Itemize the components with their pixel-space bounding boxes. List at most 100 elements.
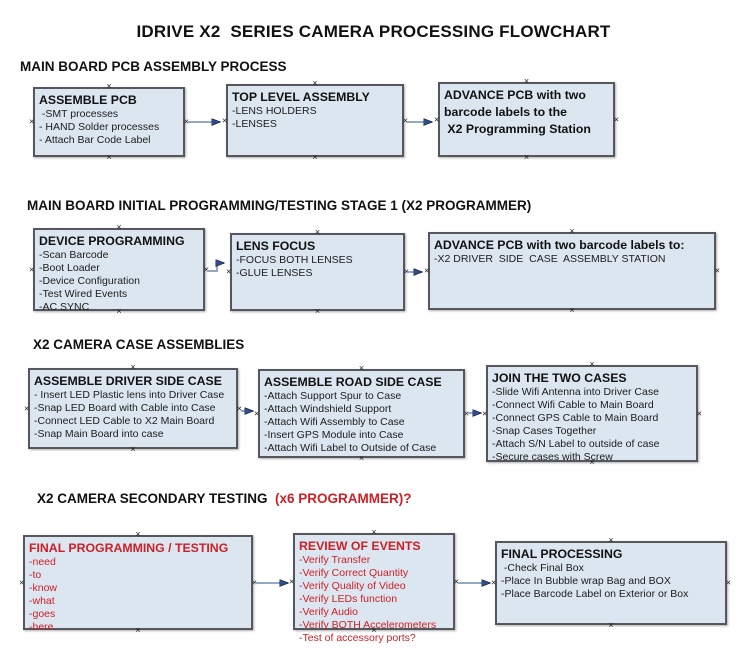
flow-arrow <box>207 263 224 272</box>
connection-handle-icon: × <box>106 152 112 162</box>
box-title: FINAL PROCESSING <box>501 547 623 561</box>
box-item: -LENSES <box>232 118 277 130</box>
box-item: -Attach Wifi Assembly to Case <box>264 416 405 428</box>
connection-handle-icon: × <box>130 362 136 372</box>
box-item: ADVANCE PCB with two <box>444 88 586 102</box>
box-item: -Connect LED Cable to X2 Main Board <box>34 415 215 427</box>
connection-handle-icon: × <box>402 115 408 125</box>
connection-handle-icon: × <box>24 403 30 413</box>
box-item: -AC SYNC <box>39 301 90 313</box>
box-item: X2 Programming Station <box>444 122 591 136</box>
page-title: IDRIVE X2 SERIES CAMERA PROCESSING FLOWC… <box>136 22 611 41</box>
box-item: -Scan Barcode <box>39 249 109 261</box>
box-item: -Device Configuration <box>39 275 140 287</box>
connection-handle-icon: × <box>251 577 257 587</box>
connection-handle-icon: × <box>135 625 141 635</box>
flow-box-join-the-two-cases: JOIN THE TWO CASES -Slide Wifi Antenna i… <box>482 360 702 467</box>
box-item: -Attach Support Spur to Case <box>264 390 402 402</box>
connection-handle-icon: × <box>434 114 440 124</box>
box-title: ASSEMBLE PCB <box>39 93 137 107</box>
box-item: -LENS HOLDERS <box>232 105 317 117</box>
connection-handle-icon: × <box>424 265 430 276</box>
section-heading-pcb-assembly: MAIN BOARD PCB ASSEMBLY PROCESS <box>20 59 287 74</box>
box-item: -Snap Main Board into case <box>34 428 164 440</box>
box-item: -X2 DRIVER SIDE CASE ASSEMBLY STATION <box>434 253 666 265</box>
connection-handle-icon: × <box>222 115 228 125</box>
section-heading-case-assemblies: X2 CAMERA CASE ASSEMBLIES <box>33 337 245 352</box>
flow-box-assemble-driver-side-case: ASSEMBLE DRIVER SIDE CASE - Insert LED P… <box>24 363 242 454</box>
box-item: -Attach Wifi Label to Outside of Case <box>264 442 437 454</box>
box-item: barcode labels to the <box>444 105 567 119</box>
section-heading-black-part: X2 CAMERA SECONDARY TESTING <box>37 491 276 506</box>
connection-handle-icon: × <box>116 222 122 232</box>
box-item: -Verify Correct Quantity <box>299 567 409 579</box>
box-item: -Attach S/N Label to outside of case <box>492 438 660 450</box>
box-title: TOP LEVEL ASSEMBLY <box>232 90 370 104</box>
connection-handle-icon: × <box>371 625 377 635</box>
section-heading-initial-programming: MAIN BOARD INITIAL PROGRAMMING/TESTING S… <box>27 198 532 213</box>
box-item: -Insert GPS Module into Case <box>264 429 404 441</box>
box-item: -goes <box>29 608 56 620</box>
flow-box-final-processing: FINAL PROCESSING -Check Final Box -Place… <box>491 536 731 630</box>
box-item: -Snap Cases Together <box>492 425 597 437</box>
flow-box-top-level-assembly: TOP LEVEL ASSEMBLY -LENS HOLDERS -LENSES… <box>222 79 408 162</box>
box-item: -Verify Transfer <box>299 554 371 566</box>
flow-box-advance-pcb-programming-station: ADVANCE PCB with two barcode labels to t… <box>434 77 619 162</box>
box-item: -Verify Quality of Video <box>299 580 406 592</box>
connection-handle-icon: × <box>29 264 35 274</box>
connection-handle-icon: × <box>589 359 595 369</box>
connection-handle-icon: × <box>569 226 575 236</box>
box-item: -what <box>29 595 55 607</box>
flow-box-assemble-pcb: ASSEMBLE PCB -SMT processes - HAND Solde… <box>29 82 189 162</box>
box-item: -Check Final Box <box>501 562 584 574</box>
connection-handle-icon: × <box>236 403 242 413</box>
connection-handle-icon: × <box>714 265 720 276</box>
box-item: -Place In Bubble wrap Bag and BOX <box>501 575 671 587</box>
box-item: - Insert LED Plastic lens into Driver Ca… <box>34 389 225 401</box>
connection-handle-icon: × <box>358 453 365 463</box>
box-item: -GLUE LENSES <box>236 267 313 279</box>
box-title: FINAL PROGRAMMING / TESTING <box>29 541 229 555</box>
flow-box-advance-pcb-case-assembly: ADVANCE PCB with two barcode labels to: … <box>424 227 720 315</box>
connection-handle-icon: × <box>608 535 614 545</box>
connection-handle-icon: × <box>130 444 136 454</box>
connection-handle-icon: × <box>725 577 731 588</box>
connection-handle-icon: × <box>183 116 189 127</box>
box-item: -Place Barcode Label on Exterior or Box <box>501 588 689 600</box>
connection-handle-icon: × <box>589 457 595 467</box>
box-item: -know <box>29 582 58 594</box>
box-title: DEVICE PROGRAMMING <box>39 234 185 248</box>
connection-handle-icon: × <box>135 529 141 539</box>
connection-handle-icon: × <box>523 76 530 86</box>
box-item: -Connect GPS Cable to Main Board <box>492 412 659 424</box>
box-item: -Test Wired Events <box>39 288 128 300</box>
flow-box-final-programming-testing: FINAL PROGRAMMING / TESTING -need -to -k… <box>19 530 257 635</box>
connection-handle-icon: × <box>226 266 232 277</box>
flow-box-review-of-events: REVIEW OF EVENTS -Verify Transfer -Verif… <box>289 528 459 645</box>
box-title: ADVANCE PCB with two barcode labels to: <box>434 238 685 252</box>
flow-box-lens-focus: LENS FOCUS -FOCUS BOTH LENSES -GLUE LENS… <box>226 228 409 316</box>
box-item: -Connect Wifi Cable to Main Board <box>492 399 654 411</box>
box-item: -Verify Audio <box>299 606 358 618</box>
connection-handle-icon: × <box>463 408 469 418</box>
connection-handle-icon: × <box>312 78 318 88</box>
connection-handle-icon: × <box>19 577 25 587</box>
box-item: -Verify BOTH Accelerometers <box>299 619 437 631</box>
connection-handle-icon: × <box>371 527 377 537</box>
connection-handle-icon: × <box>312 152 318 162</box>
box-item: -Boot Loader <box>39 262 100 274</box>
connection-handle-icon: × <box>523 152 530 162</box>
connection-handle-icon: × <box>106 81 112 91</box>
connection-handle-icon: × <box>482 408 488 418</box>
box-title: JOIN THE TWO CASES <box>492 371 627 385</box>
box-item: -Test of accessory ports? <box>299 632 416 644</box>
box-item: -SMT processes <box>39 108 119 120</box>
box-title: ASSEMBLE ROAD SIDE CASE <box>264 375 442 389</box>
box-item: - Attach Bar Code Label <box>39 134 151 146</box>
box-item: -Slide Wifi Antenna into Driver Case <box>492 386 659 398</box>
connection-handle-icon: × <box>358 363 365 373</box>
connection-handle-icon: × <box>314 227 321 237</box>
connection-handle-icon: × <box>453 576 459 586</box>
section-heading-red-part: (x6 PROGRAMMER)? <box>275 491 412 506</box>
